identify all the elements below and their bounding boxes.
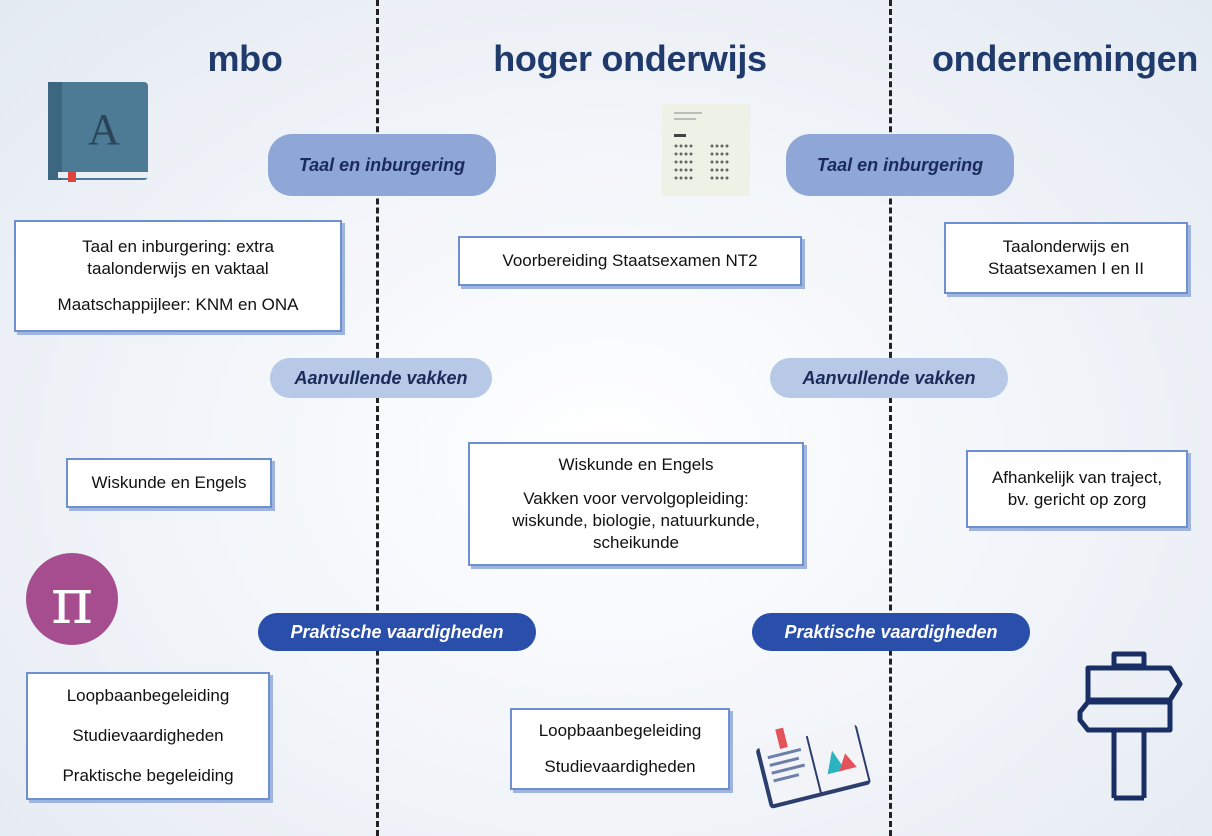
mbo-aanvullend-box: Wiskunde en Engels [66, 458, 272, 508]
mbo-praktisch-box: Loopbaanbegeleiding Studievaardigheden P… [26, 672, 270, 800]
mbo-praktisch-line-2: Studievaardigheden [72, 726, 224, 745]
ondernemingen-taal-line-1: Taalonderwijs en [1002, 237, 1130, 256]
section-pill-taal-left: Taal en inburgering [268, 134, 496, 196]
ondernemingen-taal-box: Taalonderwijs en Staatsexamen I en II [944, 222, 1188, 294]
hoger-aanvullend-box: Wiskunde en Engels Vakken voor vervolgop… [468, 442, 804, 566]
hoger-praktisch-box: Loopbaanbegeleiding Studievaardigheden [510, 708, 730, 790]
column-divider-left [376, 0, 379, 836]
ondernemingen-aanvullend-box: Afhankelijk van traject, bv. gericht op … [966, 450, 1188, 528]
column-title-mbo: mbo [207, 38, 283, 79]
section-pill-praktisch-right: Praktische vaardigheden [752, 613, 1030, 651]
hoger-aanvullend-line-2: Vakken voor vervolgopleiding: [523, 489, 749, 508]
mbo-praktisch-line-1: Loopbaanbegeleiding [66, 686, 230, 705]
ondernemingen-aanvullend-line-1: Afhankelijk van traject, [991, 468, 1163, 487]
hoger-praktisch-line-1: Loopbaanbegeleiding [538, 721, 702, 740]
document-icon [662, 104, 750, 196]
column-title-ondernemingen: ondernemingen [931, 38, 1199, 79]
section-pill-praktisch-left: Praktische vaardigheden [258, 613, 536, 651]
mbo-aanvullend-line-1: Wiskunde en Engels [91, 473, 247, 492]
pi-icon: π [26, 553, 118, 645]
column-title-hoger-onderwijs: hoger onderwijs [493, 38, 767, 79]
mbo-praktisch-line-3: Praktische begeleiding [62, 766, 234, 785]
svg-text:A: A [88, 105, 120, 154]
column-divider-right [889, 0, 892, 836]
ondernemingen-taal-line-2: Staatsexamen I en II [988, 259, 1144, 278]
mbo-taal-box: Taal en inburgering: extra taalonderwijs… [14, 220, 342, 332]
mbo-taal-line-3: Maatschappijleer: KNM en ONA [57, 295, 299, 314]
hoger-taal-box: Voorbereiding Staatsexamen NT2 [458, 236, 802, 286]
hoger-taal-line-1: Voorbereiding Staatsexamen NT2 [502, 251, 758, 270]
ondernemingen-aanvullend-line-2: bv. gericht op zorg [1007, 490, 1147, 509]
svg-text:π: π [51, 565, 93, 639]
hoger-praktisch-line-2: Studievaardigheden [544, 757, 696, 776]
mbo-taal-line-1: Taal en inburgering: extra [82, 237, 274, 256]
notebook-icon [756, 722, 871, 809]
mbo-taal-line-2: taalonderwijs en vaktaal [87, 259, 269, 278]
section-pill-aanvullend-left: Aanvullende vakken [270, 358, 492, 398]
hoger-aanvullend-line-1: Wiskunde en Engels [558, 455, 714, 474]
signpost-icon [1077, 651, 1183, 801]
section-pill-taal-right: Taal en inburgering [786, 134, 1014, 196]
section-pill-aanvullend-right: Aanvullende vakken [770, 358, 1008, 398]
hoger-aanvullend-line-3: wiskunde, biologie, natuurkunde, [512, 511, 760, 530]
book-icon: A [48, 82, 148, 182]
hoger-aanvullend-line-4: scheikunde [592, 533, 679, 552]
